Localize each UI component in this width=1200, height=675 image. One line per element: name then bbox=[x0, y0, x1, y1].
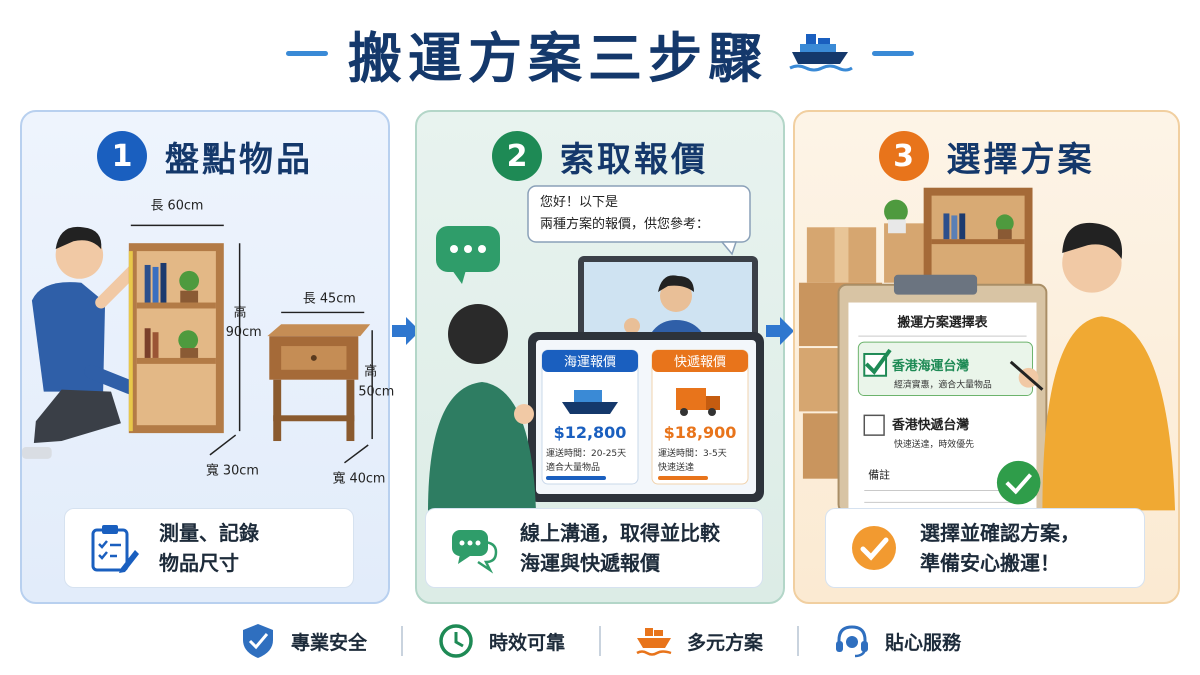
agent-speech-bubble: 您好！以下是 兩種方案的報價，供您參考： bbox=[527, 185, 751, 256]
step-3-number: 3 bbox=[878, 131, 929, 181]
chat-bubbles-icon bbox=[452, 530, 498, 574]
step-3-title: 選擇方案 bbox=[946, 139, 1095, 180]
headset-icon bbox=[836, 625, 869, 658]
sea-quote-time: 運送時間：20-25天 bbox=[546, 447, 626, 459]
divider bbox=[599, 626, 601, 656]
sea-quote-price: $12,800 bbox=[554, 423, 627, 442]
title-dash-left bbox=[286, 50, 328, 56]
express-quote-label: 快遞報價 bbox=[674, 355, 726, 370]
person-writing bbox=[1009, 222, 1176, 511]
quote-card-express: 快遞報價 $18,900 運送時間：3-5天 快速送達 bbox=[651, 349, 749, 485]
step-1-caption-text: 測量、記錄 物品尺寸 bbox=[159, 518, 259, 578]
bookshelf-dimensions: 長 60cm 高 90cm 寬 30cm bbox=[130, 199, 262, 479]
notes-label: 備註 bbox=[868, 469, 890, 482]
step-2-number: 2 bbox=[492, 131, 542, 181]
step-1-caption: 測量、記錄 物品尺寸 bbox=[64, 508, 354, 588]
step-2-caption-line-2: 海運與快遞報價 bbox=[520, 551, 660, 575]
step-2-illustration: 您好！以下是 兩種方案的報價，供您參考： 海運報價 bbox=[428, 185, 764, 512]
feature-service: 貼心服務 bbox=[799, 622, 995, 660]
sea-quote-label: 海運報價 bbox=[564, 355, 616, 370]
table-width-label: 寬 40cm bbox=[333, 471, 386, 487]
step-1-title: 盤點物品 bbox=[165, 139, 313, 180]
feature-label: 時效可靠 bbox=[488, 631, 565, 654]
step-1-illustration: 長 60cm 高 90cm 寬 30cm 長 45cm 高 50cm 寬 40c… bbox=[22, 199, 394, 487]
option-sea-label: 香港海運台灣 bbox=[891, 358, 969, 374]
option-sea-row: 香港海運台灣 經濟實惠，適合大量物品 bbox=[857, 341, 1034, 397]
step-1-caption-line-2: 物品尺寸 bbox=[159, 551, 239, 575]
feature-timely: 時效可靠 bbox=[403, 622, 599, 660]
header: 搬運方案三步驟 bbox=[0, 18, 1200, 90]
step-3-caption-text: 選擇並確認方案， 準備安心搬運！ bbox=[920, 518, 1080, 578]
express-quote-time: 運送時間：3-5天 bbox=[658, 447, 727, 459]
ship-icon bbox=[789, 34, 853, 72]
title-dash-right bbox=[872, 50, 914, 56]
tablet-quotes: 海運報價 $12,800 運送時間：20-25天 適合大量物品 快遞報價 $18… bbox=[528, 332, 764, 502]
bubble-line-1: 您好！以下是 bbox=[540, 194, 618, 210]
feature-label: 多元方案 bbox=[687, 631, 764, 654]
check-circle-icon bbox=[852, 526, 896, 570]
arrow-right-icon bbox=[392, 317, 420, 345]
step-3-illustration: 搬運方案選擇表 香港海運台灣 經濟實惠，適合大量物品 香港快遞台灣 快速送達，時… bbox=[798, 187, 1176, 514]
arrow-right-icon bbox=[766, 317, 794, 345]
step-3-caption-line-1: 選擇並確認方案， bbox=[920, 521, 1080, 545]
form-title: 搬運方案選擇表 bbox=[897, 314, 987, 330]
option-express-desc: 快速送達，時效優先 bbox=[894, 438, 974, 450]
step-1-panel: 1 盤點物品 bbox=[20, 110, 394, 604]
shelf-height-label-1: 高 bbox=[234, 304, 247, 320]
clipboard-icon bbox=[91, 525, 139, 573]
step-3-caption: 選擇並確認方案， 準備安心搬運！ bbox=[825, 508, 1145, 588]
table-length-label: 長 45cm bbox=[303, 292, 356, 307]
side-table bbox=[267, 324, 371, 442]
step-2-caption-line-1: 線上溝通，取得並比較 bbox=[520, 521, 720, 545]
step-3-panel: 3 選擇方案 bbox=[793, 110, 1180, 604]
selection-form-clipboard: 搬運方案選擇表 香港海運台灣 經濟實惠，適合大量物品 香港快遞台灣 快速送達，時… bbox=[837, 274, 1048, 514]
step-1-number: 1 bbox=[97, 131, 147, 181]
feature-professional: 專業安全 bbox=[205, 622, 401, 660]
step-2-caption-text: 線上溝通，取得並比較 海運與快遞報價 bbox=[520, 518, 720, 578]
option-express-row: 香港快遞台灣 快速送達，時效優先 bbox=[863, 414, 974, 450]
express-quote-price: $18,900 bbox=[664, 423, 737, 442]
step-2-title: 索取報價 bbox=[560, 139, 708, 180]
shelf-length-label: 長 60cm bbox=[151, 199, 204, 214]
divider bbox=[400, 626, 403, 656]
quote-card-sea: 海運報價 $12,800 運送時間：20-25天 適合大量物品 bbox=[541, 349, 639, 485]
shield-icon bbox=[242, 624, 273, 658]
step-3-caption-line-2: 準備安心搬運！ bbox=[920, 551, 1060, 575]
table-dimensions: 長 45cm 高 50cm 寬 40cm bbox=[281, 292, 394, 487]
table-height-label-2: 50cm bbox=[358, 385, 394, 400]
person-measuring bbox=[22, 226, 148, 459]
express-quote-note: 快速送達 bbox=[658, 461, 694, 473]
feature-label: 貼心服務 bbox=[885, 631, 962, 654]
step-1-header: 1 盤點物品 bbox=[22, 128, 388, 184]
step-1-caption-line-1: 測量、記錄 bbox=[159, 521, 259, 545]
clock-icon bbox=[439, 624, 473, 658]
features-bar: 專業安全 時效可靠 多元方案 貼心服務 bbox=[0, 616, 1200, 666]
feature-label: 專業安全 bbox=[290, 631, 367, 654]
table-height-label-1: 高 bbox=[364, 364, 377, 380]
person-customer bbox=[428, 304, 536, 512]
bookshelf bbox=[128, 243, 224, 434]
ship-icon bbox=[636, 628, 672, 656]
divider bbox=[797, 626, 800, 656]
step-2-header: 2 索取報價 bbox=[417, 128, 783, 184]
sea-quote-note: 適合大量物品 bbox=[546, 461, 600, 473]
step-2-caption: 線上溝通，取得並比較 海運與快遞報價 bbox=[425, 508, 763, 588]
step-2-panel: 2 索取報價 您好！以下是 兩種方案的報價，供您參考： bbox=[415, 110, 785, 604]
back-shelf bbox=[884, 187, 1033, 297]
feature-options: 多元方案 bbox=[601, 622, 797, 660]
shelf-height-label-2: 90cm bbox=[226, 325, 262, 340]
chat-dots-icon bbox=[436, 226, 500, 284]
bubble-line-2: 兩種方案的報價，供您參考： bbox=[540, 216, 709, 232]
page-title: 搬運方案三步驟 bbox=[348, 26, 768, 90]
shelf-width-label: 寬 30cm bbox=[206, 463, 259, 479]
option-sea-desc: 經濟實惠，適合大量物品 bbox=[894, 379, 992, 391]
step-3-header: 3 選擇方案 bbox=[795, 128, 1178, 184]
option-express-label: 香港快遞台灣 bbox=[891, 417, 969, 433]
